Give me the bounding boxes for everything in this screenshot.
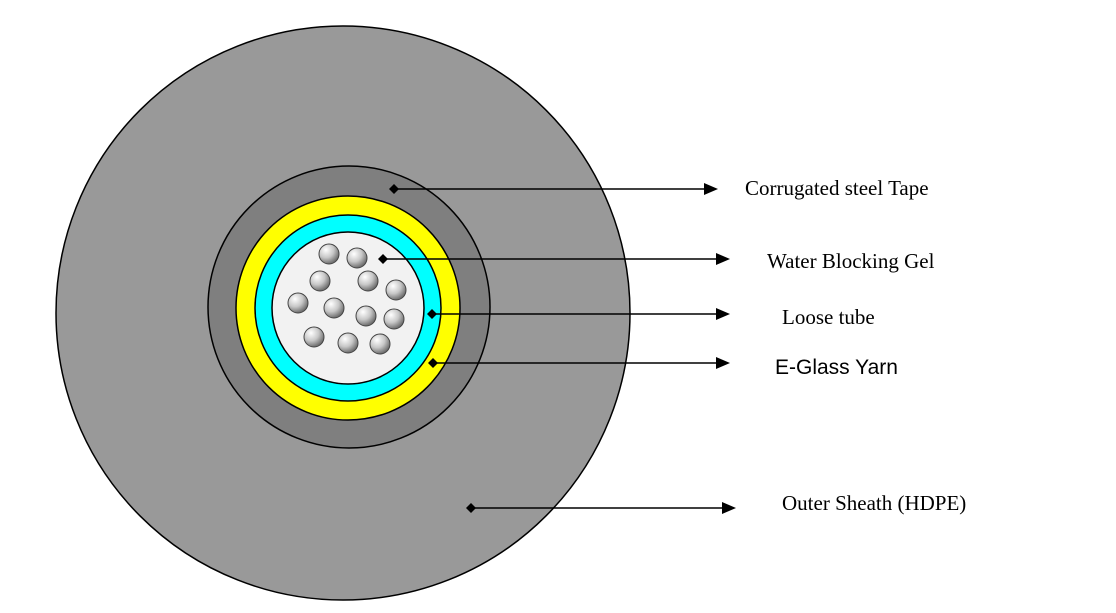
leader-corrugated-steel-tape — [389, 183, 718, 195]
fiber — [357, 270, 379, 292]
fiber — [287, 292, 309, 314]
fiber — [369, 333, 391, 355]
fiber — [346, 247, 368, 269]
fiber — [303, 326, 325, 348]
label-corrugated-steel-tape: Corrugated steel Tape — [745, 176, 929, 200]
fiber — [383, 308, 405, 330]
fiber — [323, 297, 345, 319]
leader-water-blocking-gel — [378, 253, 730, 265]
fiber — [318, 243, 340, 265]
fiber — [385, 279, 407, 301]
leader-e-glass-yarn — [428, 357, 730, 369]
label-e-glass-yarn: E-Glass Yarn — [775, 356, 898, 379]
label-water-blocking-gel: Water Blocking Gel — [767, 249, 935, 273]
leader-loose-tube — [427, 308, 730, 320]
label-loose-tube: Loose tube — [782, 305, 875, 329]
fiber — [355, 305, 377, 327]
label-outer-sheath: Outer Sheath (HDPE) — [782, 491, 967, 515]
fiber — [337, 332, 359, 354]
fibers-group — [287, 243, 407, 355]
leader-outer-sheath — [466, 502, 736, 514]
fiber — [309, 270, 331, 292]
